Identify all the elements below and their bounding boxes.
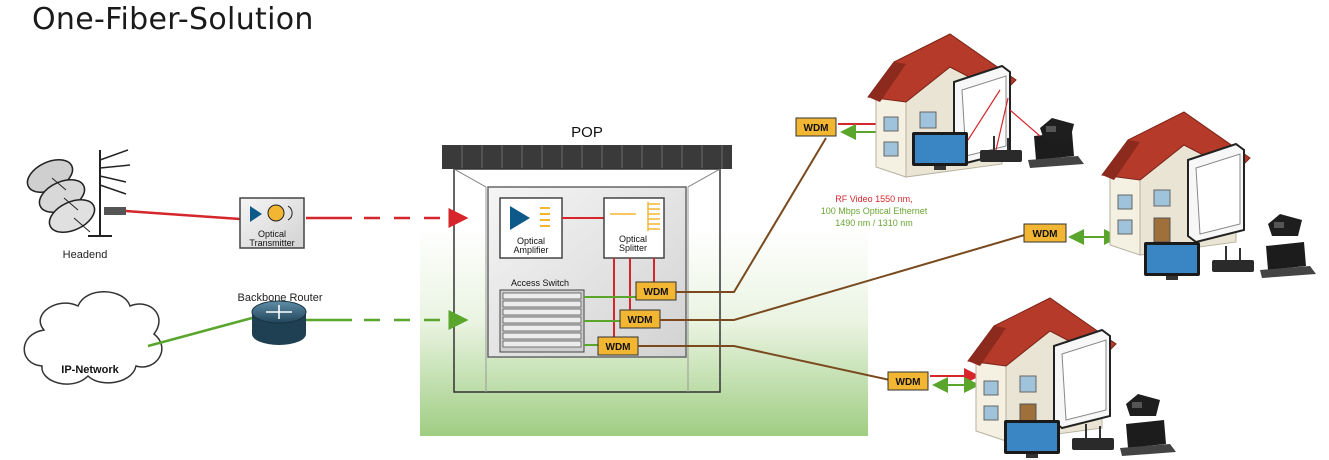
pop-label: POP: [571, 124, 603, 141]
backbone-router-label: Backbone Router: [238, 292, 323, 304]
annotation-rf: RF Video 1550 nm,: [835, 194, 912, 204]
house-icon: [967, 297, 1117, 442]
wdm-house-1: [795, 117, 837, 137]
wdm-house-3-label: WDM: [896, 377, 921, 388]
house-1-wiring: [967, 89, 1041, 151]
transmitter-label-1: Optical: [258, 229, 286, 239]
switch-output-lines: [584, 296, 636, 346]
optical-splitter: [603, 197, 665, 259]
wdm-pop-2-label: WDM: [628, 315, 653, 326]
house-icon: [1101, 111, 1251, 256]
wdm-pop-1-label: WDM: [644, 287, 669, 298]
page-title: One-Fiber-Solution: [32, 2, 314, 37]
headend-label: Headend: [63, 249, 108, 261]
optical-amplifier: [499, 197, 563, 259]
transmitter-label-2: Transmitter: [249, 238, 294, 248]
data-feed-line: [147, 316, 253, 348]
ip-network-label: IP-Network: [61, 364, 119, 376]
splitter-label-2: Splitter: [619, 243, 647, 253]
access-switch: [499, 289, 585, 353]
annotation-ethernet: 100 Mbps Optical Ethernet: [821, 206, 928, 216]
annotation-wavelengths: 1490 nm / 1310 nm: [835, 218, 913, 228]
satellite-dish-icon: [26, 149, 131, 237]
router-icon: [251, 300, 307, 345]
amplifier-label-2: Amplifier: [513, 245, 548, 255]
wdm-house-1-label: WDM: [804, 123, 829, 134]
wdm-house-2-label: WDM: [1033, 229, 1058, 240]
phone-icon: [1268, 214, 1302, 236]
optical-transmitter: [239, 197, 305, 249]
wdm-house-3: [887, 371, 929, 391]
amplifier-label-1: Optical: [517, 236, 545, 246]
video-feed-line: [125, 209, 241, 221]
splitter-label-1: Optical: [619, 234, 647, 244]
pop-building: [442, 145, 732, 393]
phone-icon: [1126, 394, 1160, 416]
cloud-icon: [23, 291, 163, 385]
access-switch-label: Access Switch: [511, 278, 569, 288]
house-2-devices: [1143, 241, 1317, 281]
wdm-pop-3-label: WDM: [606, 342, 631, 353]
phone-icon: [1040, 118, 1074, 140]
wdm-house-2: [1023, 223, 1067, 243]
distribution-fibers: [638, 137, 1029, 381]
house-link-3: [930, 368, 980, 393]
